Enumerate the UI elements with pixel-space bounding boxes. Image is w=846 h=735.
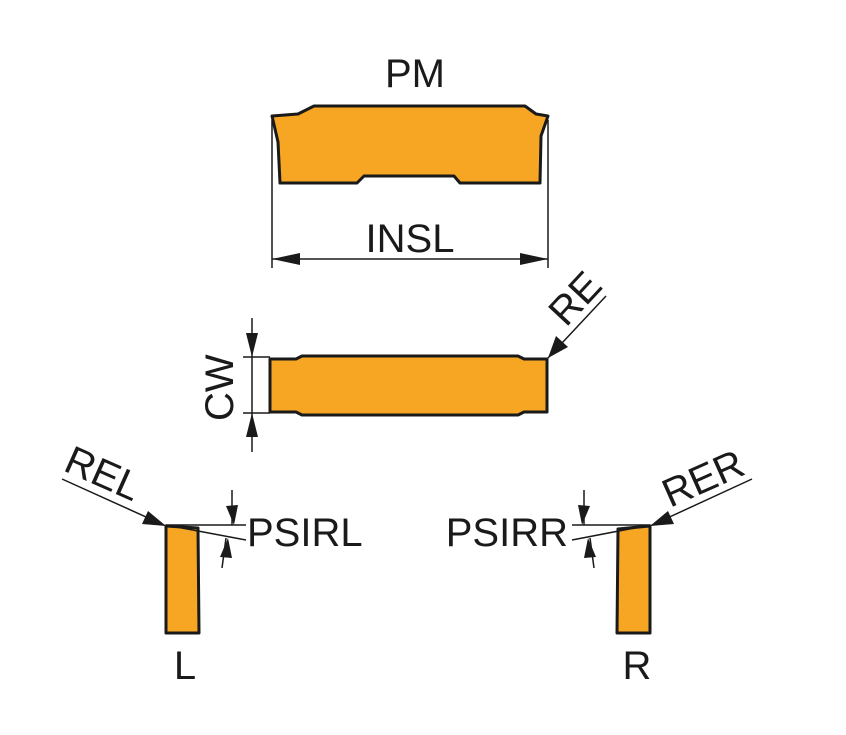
insl-arrow-right [520, 253, 548, 265]
psirl-arrow-bottom [220, 538, 232, 558]
rer-arrow [650, 511, 674, 526]
pm-label: PM [385, 52, 445, 96]
psirr-angle-line [571, 524, 651, 541]
insl-arrow-left [272, 253, 300, 265]
psirr-label: PSIRR [446, 511, 568, 555]
l-label: L [174, 644, 196, 688]
insert-left-hand-shape [164, 524, 201, 635]
rer-label: RER [656, 442, 751, 517]
rel-label: REL [58, 438, 147, 510]
psirl-arrow-top [226, 505, 238, 525]
cw-label: CW [198, 354, 242, 421]
psirr-arrow-bottom [584, 538, 596, 558]
insert-top-view-shape [270, 104, 550, 185]
r-label: R [623, 644, 652, 688]
cw-arrow-bottom [246, 413, 258, 437]
insert-right-hand-shape [615, 524, 652, 635]
re-label: RE [540, 263, 610, 334]
insl-label: INSL [366, 217, 455, 261]
insert-side-view-shape [268, 354, 549, 417]
re-arrow [548, 336, 568, 358]
psirl-angle-line [165, 524, 247, 541]
cw-arrow-top [246, 333, 258, 357]
psirr-arrow-top [578, 505, 590, 525]
psirl-label: PSIRL [247, 511, 363, 555]
rel-arrow [142, 511, 166, 526]
